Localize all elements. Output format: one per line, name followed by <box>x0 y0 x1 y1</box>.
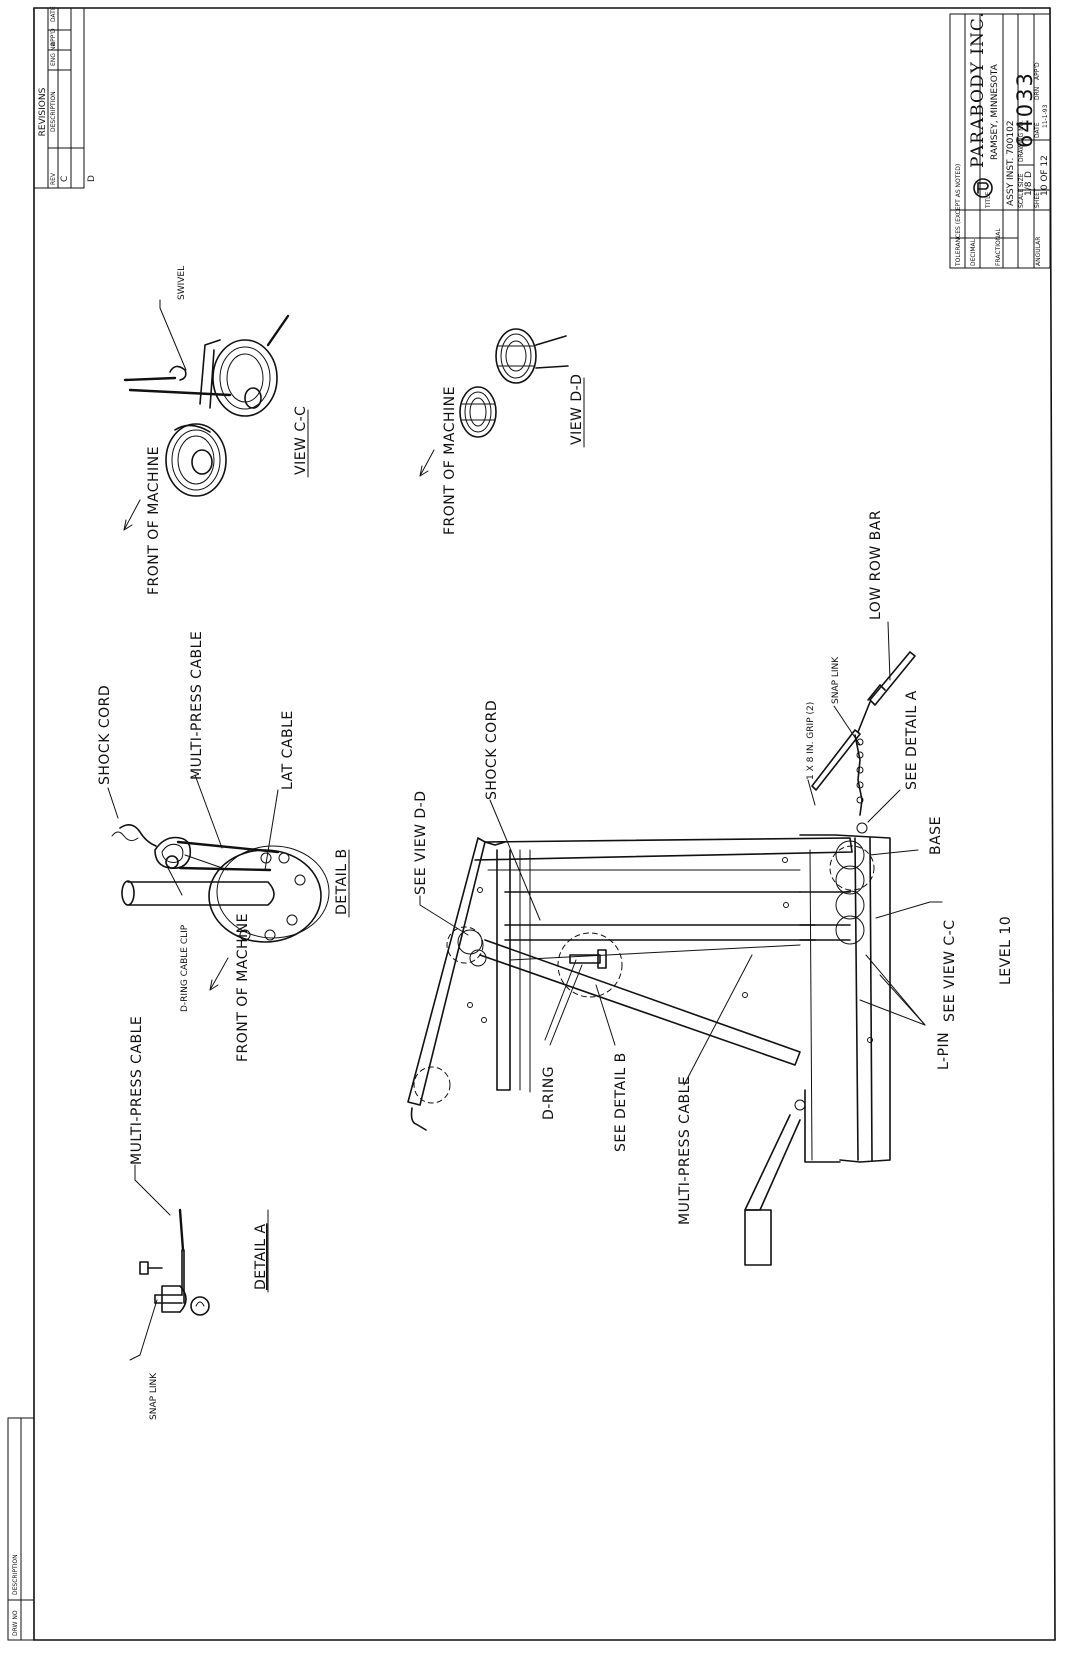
view-cc-front-of-machine-label: FRONT OF MACHINE <box>146 446 162 595</box>
size-value: D <box>1024 171 1034 178</box>
detail-a: SNAP LINK MULTI-PRESS CABLE DETAIL A <box>129 1016 269 1420</box>
detail-b-multi-press-cable-label: MULTI-PRESS CABLE <box>189 631 205 780</box>
size-label: SIZE <box>1018 173 1025 187</box>
rev-value: C <box>60 176 70 182</box>
side-block: DRW NO DESCRIPTION <box>7 1417 35 1641</box>
revisions-block: REVISIONS REV DESCRIPTION ENG NO APP'D D… <box>33 6 97 189</box>
sheet-value: 10 OF 12 <box>1040 155 1050 196</box>
detail-b-front-arrow-icon <box>209 957 229 991</box>
date-header: DATE <box>50 6 57 22</box>
low-row-bar-drawing <box>811 651 916 834</box>
drw-no-header: DRW NO <box>12 1610 19 1636</box>
main-base-label: BASE <box>928 816 944 855</box>
main-see-view-dd-label: SEE VIEW D-D <box>413 791 429 896</box>
main-multi-press-cable-label: MULTI-PRESS CABLE <box>677 1076 693 1225</box>
drawing-no-label: DRAWING NO. <box>1018 120 1025 162</box>
detail-a-title: DETAIL A <box>253 1223 269 1290</box>
detail-b: SHOCK CORD MULTI-PRESS CABLE LAT CABLE D… <box>97 631 350 1062</box>
main-l-pin-label: L-PIN <box>936 1032 952 1070</box>
eng-no-header: ENG NO <box>50 42 57 66</box>
rev-mark: D <box>87 175 97 182</box>
sheet-label: SHEET <box>1034 188 1041 208</box>
company-logo-icon <box>973 178 993 198</box>
decimal-label: DECIMAL <box>970 238 977 266</box>
detail-b-d-ring-clip-label: D-RING CABLE CLIP <box>180 924 190 1012</box>
detail-a-multi-press-cable-label: MULTI-PRESS CABLE <box>129 1016 145 1165</box>
main-see-view-cc-label: SEE VIEW C-C <box>942 920 958 1022</box>
date-label: DATE <box>1034 122 1041 138</box>
drawing-title: ASSY INST. 700102 <box>1006 120 1016 206</box>
title-block: TOLERANCES (EXCEPT AS NOTED) DECIMAL FRA… <box>949 11 1051 269</box>
tolerances-label: TOLERANCES (EXCEPT AS NOTED) <box>955 164 962 267</box>
appd-header: APP'D <box>50 28 57 46</box>
level-label: LEVEL 10 <box>998 916 1014 985</box>
view-dd: FRONT OF MACHINE VIEW D-D <box>419 328 585 535</box>
appd-label: APP'D <box>1034 62 1041 80</box>
main-shock-cord-label: SHOCK CORD <box>484 700 500 800</box>
detail-a-snap-link-label: SNAP LINK <box>149 1372 159 1420</box>
description-header: DESCRIPTION <box>50 91 57 132</box>
company-name: PARABODY INC. <box>968 11 988 168</box>
view-dd-pulley-right <box>495 328 537 384</box>
main-low-row-bar-label: LOW ROW BAR <box>868 510 884 620</box>
detail-b-shock-cord-label: SHOCK CORD <box>97 685 113 785</box>
main-see-detail-b-label: SEE DETAIL B <box>613 1052 629 1152</box>
view-dd-pulley-left <box>459 386 497 438</box>
d-ring-clip-drawing <box>111 824 192 870</box>
main-d-ring-label: D-RING <box>541 1066 557 1120</box>
snap-link-drawing <box>129 1164 210 1361</box>
view-cc-swivel-label: SWIVEL <box>177 266 187 300</box>
machine-frame <box>407 834 891 1266</box>
view-cc-front-arrow-icon <box>123 499 141 531</box>
title-label: TITLE <box>985 192 992 209</box>
drawing-number: 64033 <box>1013 71 1037 148</box>
company-location: RAMSEY, MINNESOTA <box>990 63 1000 160</box>
main-grip-label: 1 X 8 IN. GRIP (2) <box>806 702 816 780</box>
view-dd-front-arrow-icon <box>419 449 435 477</box>
view-dd-front-of-machine-label: FRONT OF MACHINE <box>442 386 458 535</box>
detail-b-front-of-machine-label: FRONT OF MACHINE <box>235 913 251 1062</box>
side-description-header: DESCRIPTION <box>12 1554 19 1595</box>
detail-b-title: DETAIL B <box>334 848 350 915</box>
detail-b-lat-cable-label: LAT CABLE <box>280 710 296 790</box>
sheet-border <box>33 7 1056 1641</box>
main-see-detail-a-label: SEE DETAIL A <box>904 690 920 790</box>
angular-label: ANGULAR <box>1035 237 1042 266</box>
scale-value: 1/8 <box>1024 181 1034 196</box>
main-snap-link-label: SNAP LINK <box>831 656 841 704</box>
drn-label: DRN <box>1034 87 1041 100</box>
view-cc-pulley-right <box>212 339 278 417</box>
revisions-title: REVISIONS <box>38 87 48 136</box>
detail-b-post <box>121 880 275 906</box>
fractional-label: FRACTIONAL <box>995 228 1002 266</box>
rev-header: REV <box>50 172 57 185</box>
view-cc-pulley-left <box>165 423 227 497</box>
date-value: 11-1-93 <box>1042 104 1049 128</box>
view-cc: SWIVEL FRONT OF MACHINE VIEW C-C <box>123 266 309 595</box>
view-dd-title: VIEW D-D <box>569 374 585 445</box>
scale-label: SCALE <box>1018 189 1025 208</box>
main-machine-view: SEE VIEW D-D SHOCK CORD D-RING SEE DETAI… <box>407 510 1014 1266</box>
detail-b-base-plate <box>208 845 330 943</box>
view-cc-title: VIEW C-C <box>293 406 309 475</box>
